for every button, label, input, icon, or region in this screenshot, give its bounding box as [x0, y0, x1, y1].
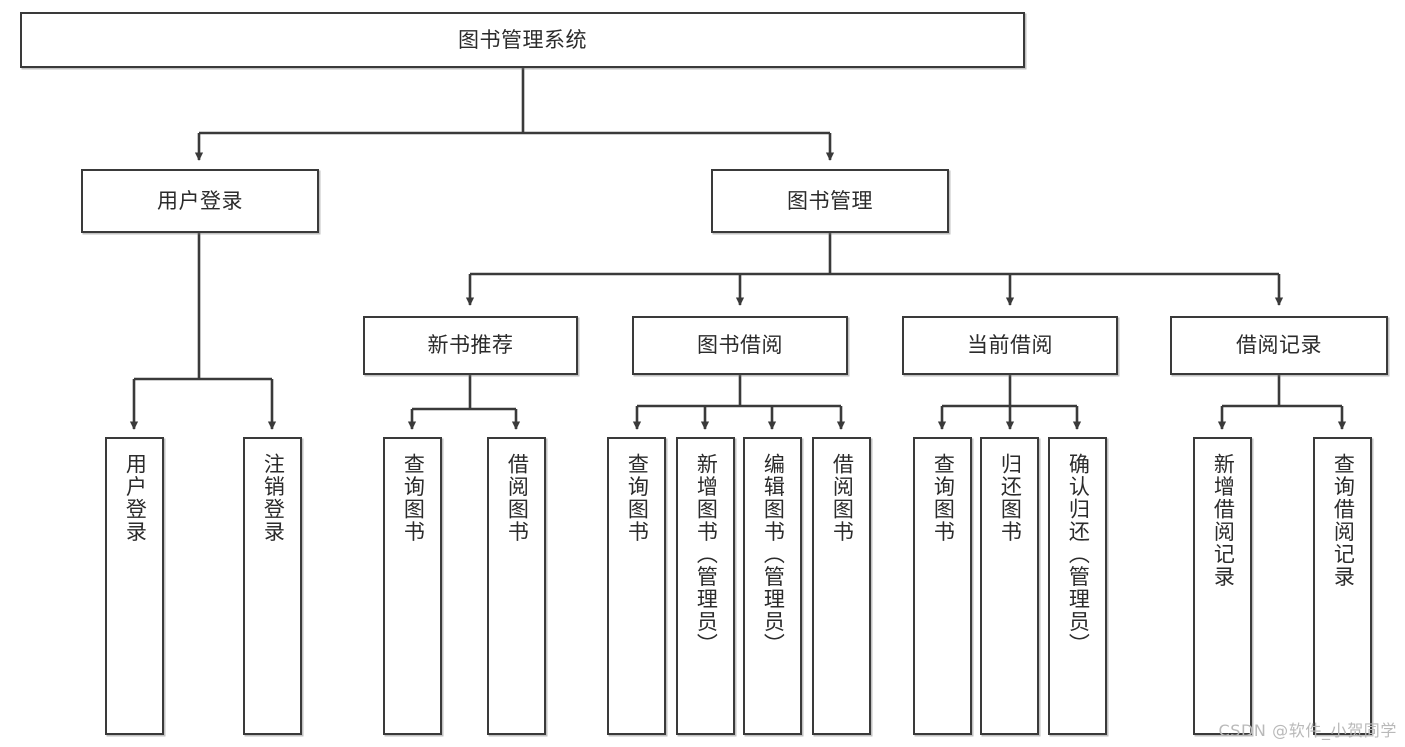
node-user-login-label: 用户登录 [157, 188, 243, 213]
node-leaf-user-login-label: 用户登录 [123, 453, 148, 543]
node-new-book-recommend-label: 新书推荐 [427, 333, 514, 358]
node-leaf-return-book[interactable]: 归还图书 [980, 437, 1039, 735]
node-current-borrow[interactable]: 当前借阅 [902, 316, 1118, 375]
node-leaf-edit-book-label: 编辑图书（管理员） [761, 453, 786, 656]
node-leaf-add-record[interactable]: 新增借阅记录 [1193, 437, 1252, 735]
node-root[interactable]: 图书管理系统 [20, 12, 1025, 68]
node-leaf-borrow-book-1-label: 借阅图书 [505, 453, 530, 543]
watermark-text: CSDN @软件_小贺同学 [1218, 721, 1397, 740]
node-new-book-recommend[interactable]: 新书推荐 [363, 316, 578, 375]
node-leaf-query-record[interactable]: 查询借阅记录 [1313, 437, 1372, 735]
node-leaf-confirm-return[interactable]: 确认归还（管理员） [1048, 437, 1107, 735]
node-book-borrow-label: 图书借阅 [697, 333, 783, 358]
node-current-borrow-label: 当前借阅 [967, 333, 1053, 358]
node-book-borrow[interactable]: 图书借阅 [632, 316, 848, 375]
node-leaf-query-book-1-label: 查询图书 [401, 453, 426, 543]
node-leaf-confirm-return-label: 确认归还（管理员） [1066, 453, 1091, 656]
node-root-label: 图书管理系统 [458, 27, 587, 52]
node-borrow-record-label: 借阅记录 [1236, 333, 1322, 358]
node-leaf-add-record-label: 新增借阅记录 [1211, 453, 1236, 588]
node-leaf-query-book-2-label: 查询图书 [625, 453, 650, 543]
node-leaf-user-login[interactable]: 用户登录 [105, 437, 164, 735]
node-leaf-query-record-label: 查询借阅记录 [1331, 453, 1356, 588]
node-leaf-query-book-3-label: 查询图书 [931, 453, 956, 543]
node-borrow-record[interactable]: 借阅记录 [1170, 316, 1388, 375]
node-leaf-borrow-book-2-label: 借阅图书 [830, 453, 855, 543]
node-leaf-user-logout-label: 注销登录 [261, 453, 286, 543]
node-book-manage-label: 图书管理 [787, 188, 873, 213]
node-leaf-edit-book[interactable]: 编辑图书（管理员） [743, 437, 802, 735]
node-leaf-borrow-book-2[interactable]: 借阅图书 [812, 437, 871, 735]
node-book-manage[interactable]: 图书管理 [711, 169, 949, 233]
node-leaf-user-logout[interactable]: 注销登录 [243, 437, 302, 735]
node-leaf-query-book-2[interactable]: 查询图书 [607, 437, 666, 735]
node-leaf-add-book-label: 新增图书（管理员） [694, 453, 719, 656]
node-leaf-query-book-1[interactable]: 查询图书 [383, 437, 442, 735]
node-user-login[interactable]: 用户登录 [81, 169, 319, 233]
node-leaf-query-book-3[interactable]: 查询图书 [913, 437, 972, 735]
node-leaf-add-book[interactable]: 新增图书（管理员） [676, 437, 735, 735]
node-leaf-borrow-book-1[interactable]: 借阅图书 [487, 437, 546, 735]
node-leaf-return-book-label: 归还图书 [998, 453, 1023, 543]
